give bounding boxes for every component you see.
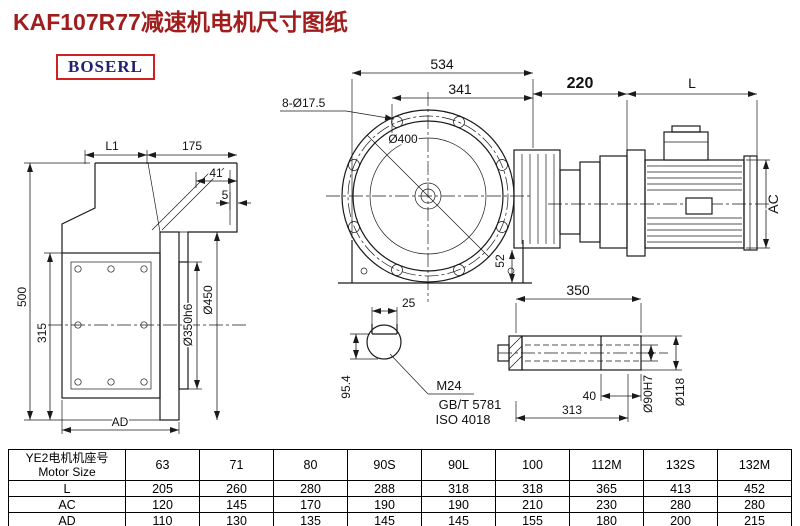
- page-title: KAF107R77减速机电机尺寸图纸: [13, 9, 348, 35]
- label-bolt-holes: 8-Ø17.5: [282, 96, 326, 110]
- dim-90h7: Ø90H7: [641, 375, 655, 413]
- table-cell: 130: [199, 512, 274, 526]
- row-label-ad: AD: [8, 512, 126, 526]
- table-cell: 180: [569, 512, 644, 526]
- table-cell: 190: [347, 496, 422, 513]
- dim-220: 220: [567, 75, 594, 92]
- table-cell: 452: [717, 480, 792, 497]
- table-cell: 230: [569, 496, 644, 513]
- dim-52: 52: [493, 254, 507, 268]
- table-cell: 110: [125, 512, 200, 526]
- dim-5: 5: [222, 188, 229, 202]
- label-m24: M24: [436, 378, 461, 393]
- dim-41: 41: [209, 166, 223, 180]
- table-cell: 190: [421, 496, 496, 513]
- dim-313: 313: [562, 403, 582, 417]
- table-cell: 288: [347, 480, 422, 497]
- size-col-80: 80: [273, 449, 348, 481]
- table-cell: 318: [421, 480, 496, 497]
- table-cell: 145: [421, 512, 496, 526]
- size-col-112m: 112M: [569, 449, 644, 481]
- row-label-ac: AC: [8, 496, 126, 513]
- size-col-90s: 90S: [347, 449, 422, 481]
- input-housing: [513, 149, 561, 249]
- dim-500: 500: [15, 287, 29, 307]
- hollow-shaft: [521, 335, 642, 371]
- dim-350h6: Ø350h6: [181, 303, 195, 346]
- table-cell: 318: [495, 480, 570, 497]
- dim-341: 341: [448, 81, 472, 97]
- shaft-side-view: 350 40 313 Ø90H7 Ø118: [497, 281, 689, 422]
- motor-flange: [626, 149, 646, 257]
- table-header-en: Motor Size: [38, 465, 96, 479]
- terminal-box: [663, 131, 709, 161]
- dim-450: Ø450: [201, 285, 215, 315]
- table-row-AC: AC 120 145 170 190 190 210 230 280 280: [8, 496, 792, 513]
- row-label-l: L: [8, 480, 126, 497]
- dim-118: Ø118: [673, 377, 687, 406]
- gearbox-body: [61, 252, 161, 399]
- label-iso4018: ISO 4018: [436, 412, 491, 427]
- table-cell: 365: [569, 480, 644, 497]
- size-col-132s: 132S: [643, 449, 718, 481]
- table-cell: 210: [495, 496, 570, 513]
- motor-adapter: [599, 155, 628, 249]
- flange-spigot: [178, 261, 189, 390]
- table-cell: 260: [199, 480, 274, 497]
- brand-logo: BOSERL: [56, 54, 155, 80]
- dim-25: 25: [402, 296, 416, 310]
- shaft-end-circle: [366, 324, 402, 360]
- table-cell: 280: [273, 480, 348, 497]
- table-cell: 135: [273, 512, 348, 526]
- output-flange: [159, 231, 180, 421]
- size-col-90l: 90L: [421, 449, 496, 481]
- dim-l1: L1: [105, 139, 119, 153]
- motor-dimension-table: YE2电机机座号 Motor Size 63 71 80 90S 90L 100…: [8, 449, 792, 526]
- table-row-L: L 205 260 280 288 318 318 365 413 452: [8, 480, 792, 497]
- table-cell: 170: [273, 496, 348, 513]
- table-cell: 280: [643, 496, 718, 513]
- size-col-132m: 132M: [717, 449, 792, 481]
- dim-315: 315: [35, 323, 49, 343]
- brand-logo-text: BOSERL: [68, 57, 143, 76]
- flange-circle-o400: [352, 120, 504, 272]
- size-col-63: 63: [125, 449, 200, 481]
- front-view: 534 341 8-Ø17.5 Ø400 52: [280, 55, 561, 302]
- table-cell: 215: [717, 512, 792, 526]
- label-d400: Ø400: [388, 132, 418, 146]
- table-header-cn: YE2电机机座号: [25, 451, 109, 465]
- table-cell: 413: [643, 480, 718, 497]
- dim-95-4: 95.4: [339, 375, 353, 399]
- dim-ac: AC: [765, 194, 781, 213]
- dim-motor-l: L: [688, 75, 696, 91]
- label-gbt5781: GB/T 5781: [439, 397, 502, 412]
- table-row-AD: AD 110 130 135 145 145 155 180 200 215: [8, 512, 792, 526]
- table-cell: 205: [125, 480, 200, 497]
- table-cell: 145: [347, 512, 422, 526]
- fan-cover: [743, 155, 758, 251]
- table-cell: 280: [717, 496, 792, 513]
- dim-350: 350: [566, 282, 590, 298]
- motor-view: 220 L AC: [533, 74, 783, 257]
- table-header-motor-size: YE2电机机座号 Motor Size: [8, 449, 126, 481]
- left-side-view: L1 175 41 5 500 315 AD: [14, 138, 251, 434]
- keyway-end-view: 25 95.4 M24 GB/T 5781 ISO 4018: [338, 295, 503, 429]
- dim-40: 40: [583, 389, 597, 403]
- table-cell: 145: [199, 496, 274, 513]
- table-cell: 155: [495, 512, 570, 526]
- dim-ad: AD: [112, 415, 129, 429]
- technical-drawing: L1 175 41 5 500 315 AD: [14, 55, 783, 434]
- dim-175: 175: [182, 139, 202, 153]
- table-cell: 120: [125, 496, 200, 513]
- size-col-100: 100: [495, 449, 570, 481]
- size-col-71: 71: [199, 449, 274, 481]
- table-cell: 200: [643, 512, 718, 526]
- dim-534: 534: [430, 56, 454, 72]
